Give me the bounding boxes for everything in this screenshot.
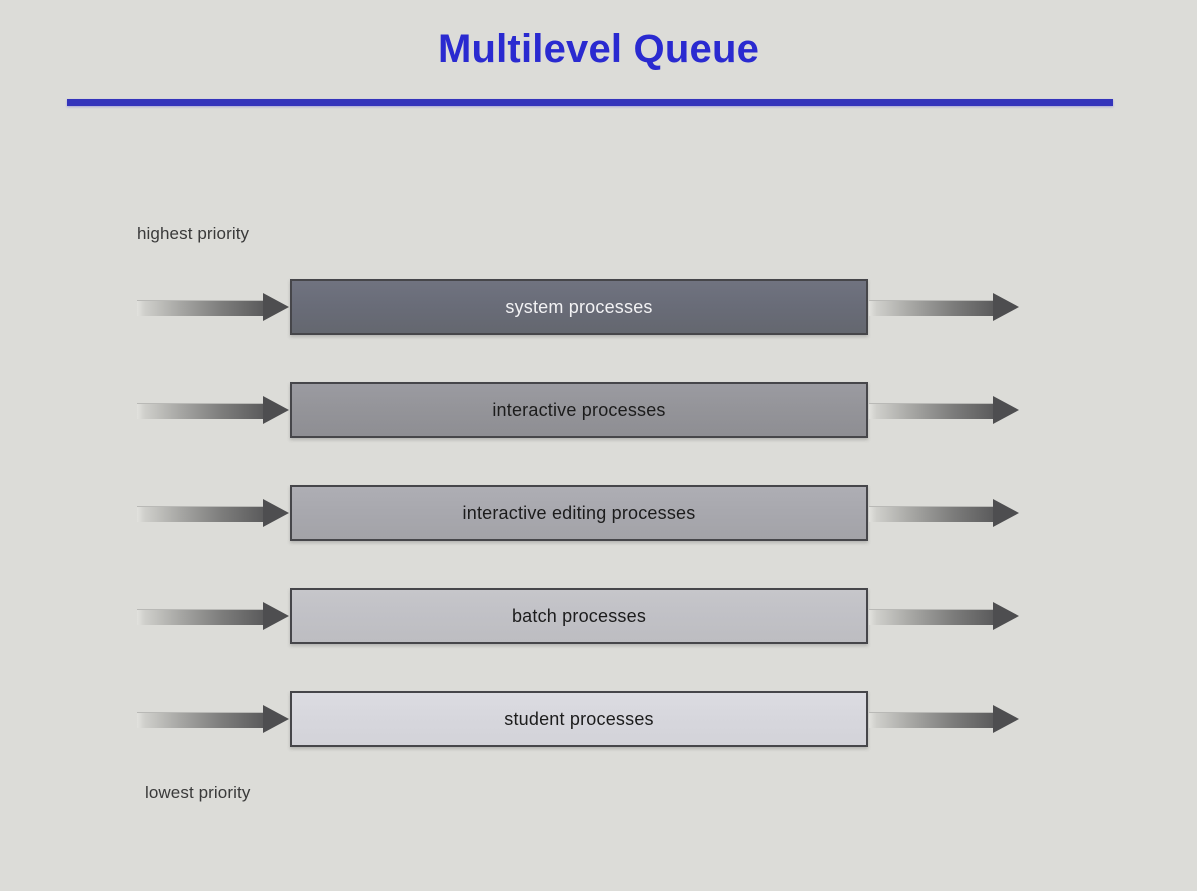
incoming-processes-arrow <box>137 485 291 541</box>
queue-box-label: system processes <box>505 296 653 317</box>
queue-box-label: interactive editing processes <box>462 502 696 523</box>
arrow-shaft <box>137 403 265 419</box>
queue-box-label: interactive processes <box>492 399 666 420</box>
arrow-shaft <box>869 609 995 625</box>
queue-row: interactive processes <box>0 382 1197 438</box>
queue-row: batch processes <box>0 588 1197 644</box>
queue-box[interactable]: interactive processes <box>290 382 868 438</box>
outgoing-processes-arrow <box>869 279 1021 335</box>
arrow-shaft <box>137 609 265 625</box>
lowest-priority-label: lowest priority <box>145 783 251 802</box>
incoming-processes-arrow <box>137 588 291 644</box>
title-divider <box>67 99 1113 106</box>
outgoing-processes-arrow <box>869 588 1021 644</box>
queue-box-label: student processes <box>504 708 654 729</box>
arrow-head-icon <box>263 705 289 733</box>
queue-box[interactable]: system processes <box>290 279 868 335</box>
arrow-head-icon <box>263 396 289 424</box>
arrow-head-icon <box>993 499 1019 527</box>
incoming-processes-arrow <box>137 382 291 438</box>
arrow-shaft <box>869 403 995 419</box>
queue-row: interactive editing processes <box>0 485 1197 541</box>
arrow-head-icon <box>993 293 1019 321</box>
arrow-shaft <box>869 712 995 728</box>
queue-row: system processes <box>0 279 1197 335</box>
page-title: Multilevel Queue <box>437 27 760 71</box>
arrow-shaft <box>137 300 265 316</box>
incoming-processes-arrow <box>137 279 291 335</box>
arrow-head-icon <box>263 602 289 630</box>
arrow-head-icon <box>993 396 1019 424</box>
outgoing-processes-arrow <box>869 382 1021 438</box>
arrow-head-icon <box>263 499 289 527</box>
outgoing-processes-arrow <box>869 691 1021 747</box>
highest-priority-label: highest priority <box>137 224 250 243</box>
arrow-head-icon <box>263 293 289 321</box>
arrow-head-icon <box>993 602 1019 630</box>
arrow-head-icon <box>993 705 1019 733</box>
queue-row: student processes <box>0 691 1197 747</box>
arrow-shaft <box>869 506 995 522</box>
incoming-processes-arrow <box>137 691 291 747</box>
arrow-shaft <box>137 712 265 728</box>
queue-box[interactable]: interactive editing processes <box>290 485 868 541</box>
queue-box-label: batch processes <box>511 605 647 626</box>
queue-box[interactable]: batch processes <box>290 588 868 644</box>
arrow-shaft <box>869 300 995 316</box>
arrow-shaft <box>137 506 265 522</box>
queue-box[interactable]: student processes <box>290 691 868 747</box>
outgoing-processes-arrow <box>869 485 1021 541</box>
